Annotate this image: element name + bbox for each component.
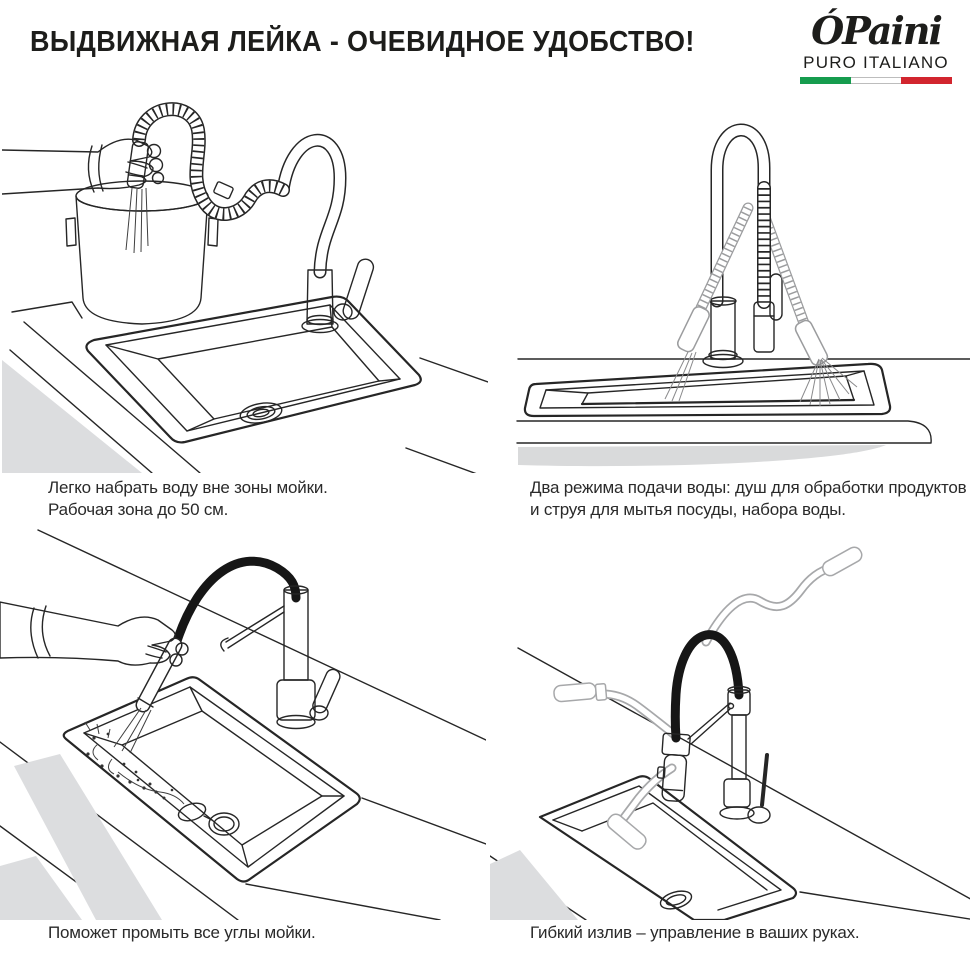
caption-line: Поможет промыть все углы мойки. — [48, 923, 316, 942]
jet-mode-hose — [664, 202, 754, 402]
paini-logo: ÓPaini — [800, 10, 952, 52]
caption-rinse-corners: Поможет промыть все углы мойки. — [48, 922, 316, 944]
counter-front-edge — [516, 420, 932, 444]
caption-flexible-spout: Гибкий излив – управление в ваших руках. — [530, 922, 860, 944]
water-stream — [125, 187, 149, 254]
counter — [2, 301, 488, 473]
logo-tagline: PURO ITALIANO — [803, 52, 949, 72]
counter — [490, 647, 970, 920]
sink — [85, 295, 422, 444]
counter-shading — [518, 445, 886, 467]
caption-line: Гибкий излив – управление в ваших руках. — [530, 923, 860, 942]
faucet-handle — [769, 273, 783, 321]
paini-logo-mark: Ó — [811, 8, 844, 53]
brand-logo: ÓPaini PURO ITALIANO — [800, 10, 953, 84]
drain-stopper — [177, 802, 240, 836]
hand — [0, 601, 176, 666]
caption-line: Два режима подачи воды: душ для обработк… — [530, 478, 967, 497]
caption-line: Рабочая зона до 50 см. — [48, 500, 229, 519]
ghost-position-down — [606, 763, 677, 850]
flag-red — [901, 76, 953, 84]
spray-head — [135, 637, 189, 713]
water-spray — [84, 707, 158, 794]
docked-hose — [753, 181, 775, 353]
faucet-handle — [760, 753, 769, 807]
head-ring — [151, 171, 165, 185]
illustration-flexible-spout — [490, 546, 970, 920]
sink — [62, 676, 361, 883]
drain — [239, 402, 283, 424]
illustration-fill-pot — [2, 102, 488, 473]
faucet — [702, 123, 783, 369]
flag-white — [850, 76, 902, 84]
sink — [523, 362, 892, 418]
drain — [659, 890, 693, 910]
faucet — [220, 589, 341, 730]
faucet — [687, 685, 771, 824]
flag-green — [800, 76, 851, 84]
caption-line: Легко набрать воду вне зоны мойки. — [48, 478, 328, 497]
spray-head — [656, 732, 691, 802]
illustration-two-modes — [516, 123, 970, 467]
hand — [2, 138, 154, 195]
italian-flag-icon — [800, 76, 953, 84]
flexible-hose — [670, 630, 744, 743]
ghost-position-up — [701, 546, 863, 647]
paini-logo-text: Paini — [842, 8, 943, 53]
ghost-position-left — [553, 682, 681, 741]
faucet-handle — [312, 668, 341, 714]
faucet — [276, 133, 375, 334]
caption-line: и струя для мытья посуды, набора воды. — [530, 500, 846, 519]
sink — [538, 775, 798, 920]
head-ring — [146, 143, 162, 159]
caption-two-modes: Два режима подачи воды: душ для обработк… — [530, 477, 967, 521]
illustration-rinse-corners — [0, 529, 486, 920]
head-ring — [148, 157, 164, 173]
page-title: ВЫДВИЖНАЯ ЛЕЙКА - ОЧЕВИДНОЕ УДОБСТВО! — [30, 26, 695, 58]
pullout-hose — [132, 102, 290, 221]
counter — [0, 529, 486, 920]
faucet-handle — [342, 258, 375, 320]
caption-fill-pot: Легко набрать воду вне зоны мойки. Рабоч… — [48, 477, 328, 521]
flexible-hose — [172, 556, 309, 646]
